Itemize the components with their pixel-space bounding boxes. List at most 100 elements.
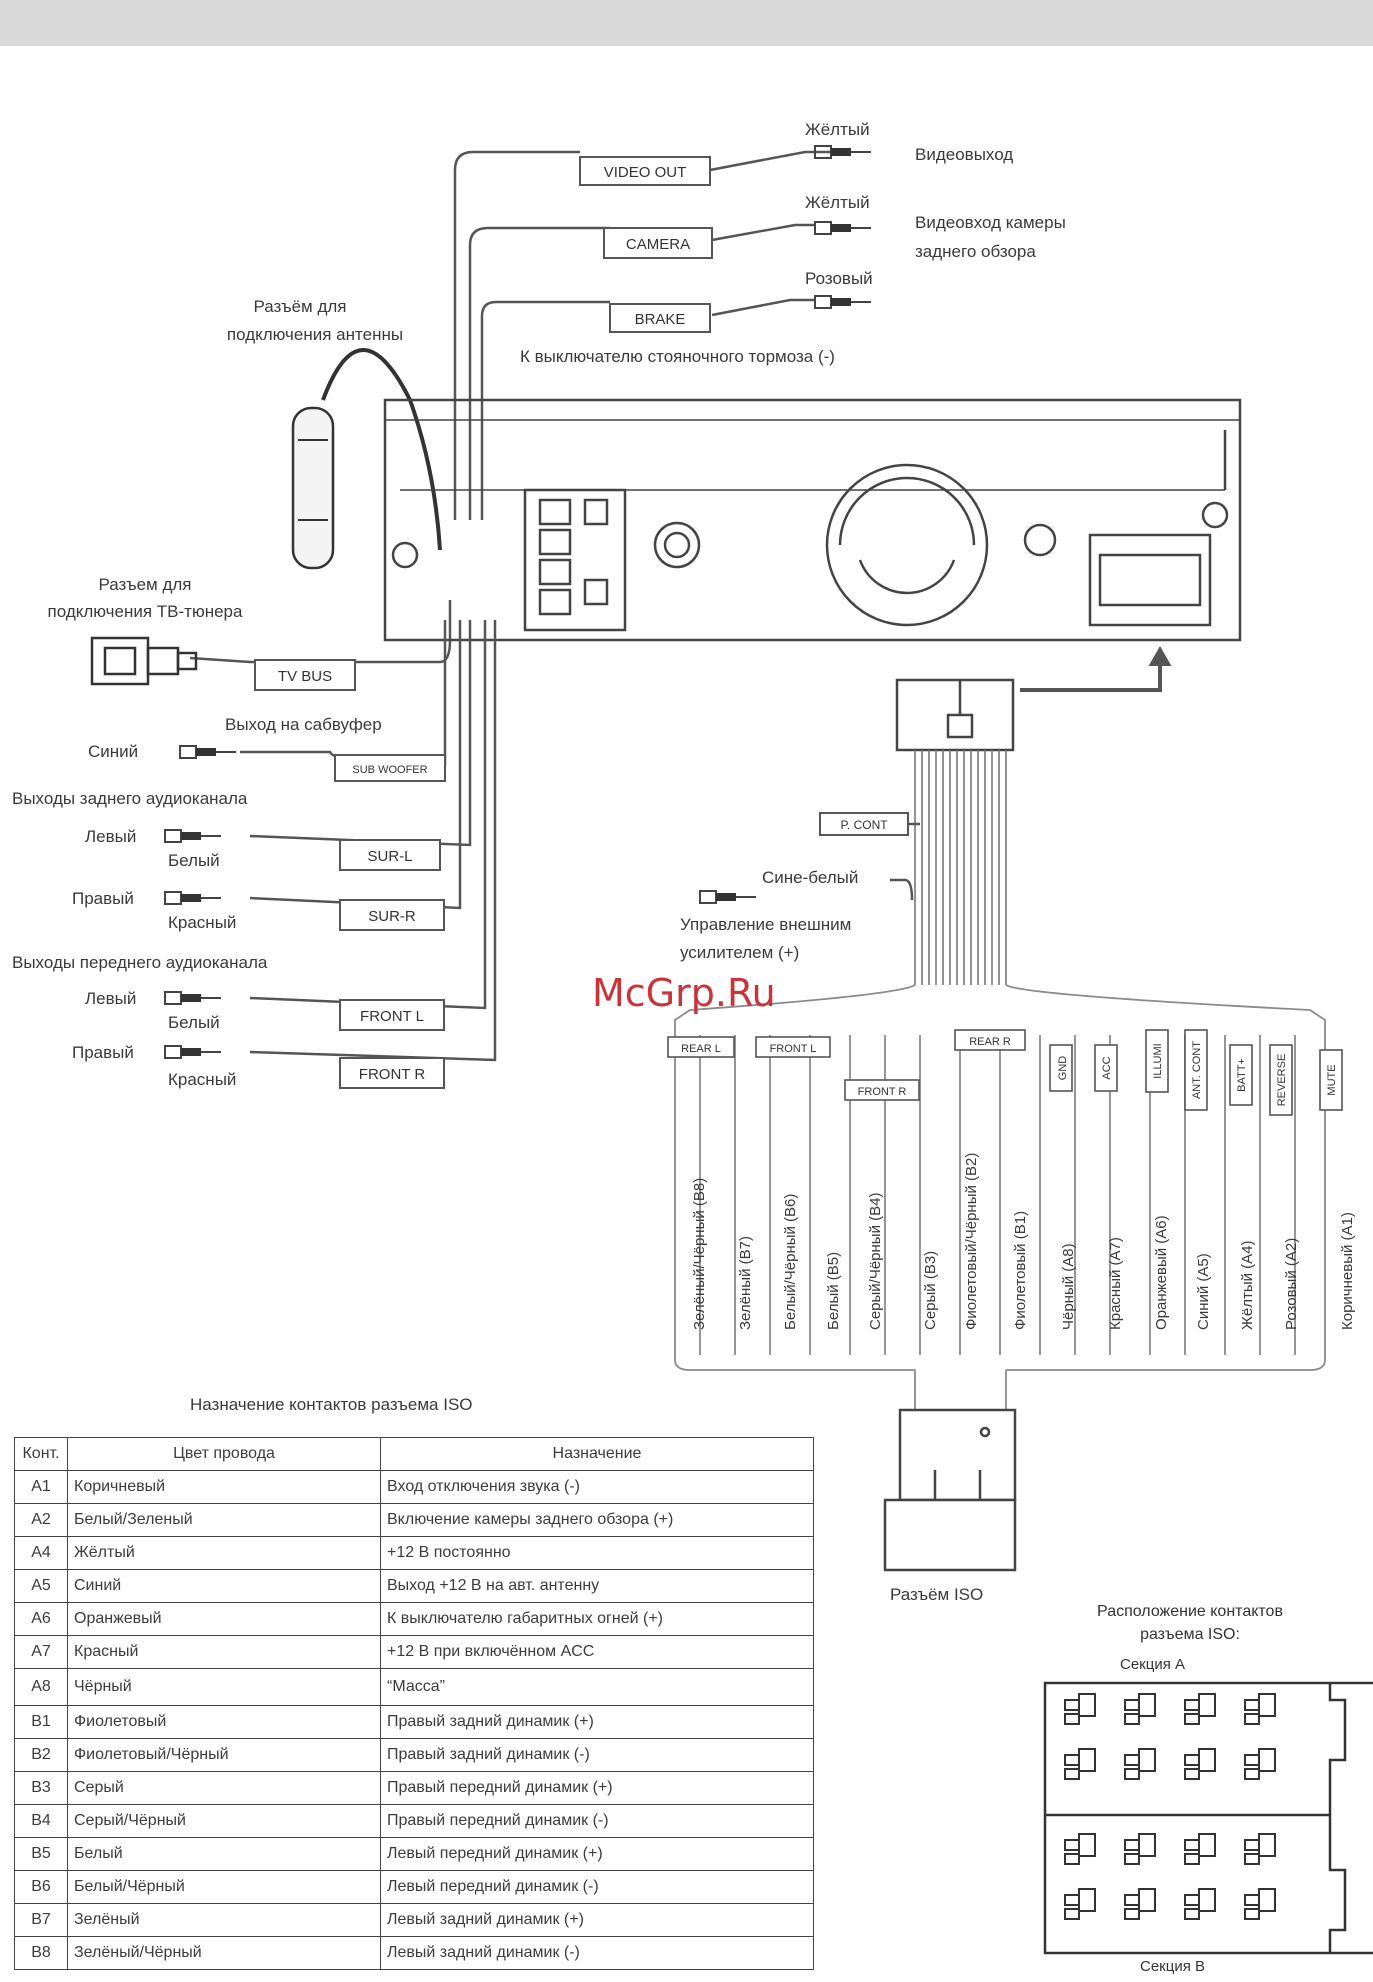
- sur-r-box-label: SUR-R: [368, 908, 416, 925]
- section-b-label: Секция B: [1140, 1958, 1206, 1975]
- wire-label-a2: Розовый (A2): [1283, 1238, 1300, 1330]
- purpose-cell: Левый задний динамик (-): [380, 1936, 814, 1970]
- front-r-box: FRONT R: [339, 1057, 445, 1089]
- pin-cell: B1: [14, 1705, 68, 1739]
- subwoofer-output-label: Выход на сабвуфер: [225, 715, 382, 734]
- purpose-cell: Левый передний динамик (-): [380, 1870, 814, 1904]
- subwoofer-rca-connector: [179, 745, 237, 759]
- tv-tuner-label-line-1: Разъем для: [99, 575, 192, 594]
- wire-label-a8: Чёрный (A8): [1060, 1243, 1077, 1330]
- harness-tag-ant-cont-label: ANT. CONT: [1191, 1041, 1203, 1099]
- purpose-cell: Правый передний динамик (+): [380, 1771, 814, 1805]
- iso-connector-label: Разъём ISO: [890, 1585, 984, 1604]
- head-unit: [383, 398, 1242, 642]
- purpose-cell: Правый передний динамик (-): [380, 1804, 814, 1838]
- iso-table-title: Назначение контактов разъема ISO: [190, 1395, 473, 1414]
- harness-tag-mute-label: MUTE: [1326, 1064, 1338, 1095]
- rear-audio-outputs-label: Выходы заднего аудиоканала: [12, 789, 248, 808]
- wire-label-a1: Коричневый (A1): [1339, 1212, 1356, 1330]
- camera-box: CAMERA: [603, 227, 713, 259]
- harness-tag-ant-cont: ANT. CONT: [1184, 1029, 1208, 1111]
- harness-tag-reverse: REVERSE: [1269, 1044, 1293, 1116]
- pin-cell: B6: [14, 1870, 68, 1904]
- antenna-plug: [291, 406, 335, 570]
- column-header-purpose: Назначение: [380, 1437, 814, 1471]
- p-cont-lead: [890, 822, 920, 901]
- camera-description-line-1: Видеовход камеры: [915, 213, 1066, 232]
- harness-tag-acc: ACC: [1094, 1044, 1118, 1092]
- wire-label-b6: Белый/Чёрный (B6): [782, 1194, 799, 1330]
- pin-cell: B5: [14, 1837, 68, 1871]
- pin-cell: A7: [14, 1635, 68, 1669]
- harness-tag-front-l-label: FRONT L: [770, 1043, 817, 1055]
- harness-tag-rear-l: REAR L: [667, 1036, 735, 1058]
- harness-tag-illumi-label: ILLUMI: [1152, 1043, 1164, 1078]
- harness-tag-batt: BATT+: [1229, 1044, 1253, 1106]
- purpose-cell: +12 В постоянно: [380, 1536, 814, 1570]
- harness-tag-gnd-label: GND: [1057, 1056, 1069, 1081]
- wire-color-cell: Серый: [67, 1771, 381, 1805]
- wire-label-b7: Зелёный (B7): [737, 1236, 754, 1330]
- tv-bus-box-label: TV BUS: [278, 668, 332, 685]
- tv-tuner-connector: [90, 636, 198, 686]
- unit-harness-port-arrow: [1020, 645, 1172, 692]
- pin-cell: A5: [14, 1569, 68, 1603]
- front-audio-outputs-label: Выходы переднего аудиоканала: [12, 953, 268, 972]
- p-cont-box-label: P. CONT: [840, 818, 888, 832]
- video-out-box-label: VIDEO OUT: [604, 164, 687, 181]
- harness-tag-rear-r-label: REAR R: [969, 1036, 1011, 1048]
- sur-l-box-label: SUR-L: [367, 848, 412, 865]
- wire-label-b2: Фиолетовый/Чёрный (B2): [963, 1153, 980, 1330]
- wire-color-cell: Белый/Зеленый: [67, 1503, 381, 1537]
- video-out-description: Видеовыход: [915, 145, 1013, 164]
- pin-cell: B8: [14, 1936, 68, 1970]
- camera-rca-connector: [814, 221, 872, 235]
- harness-tag-gnd: GND: [1049, 1044, 1073, 1092]
- wire-color-cell: Чёрный: [67, 1668, 381, 1706]
- camera-description-line-2: заднего обзора: [915, 242, 1036, 261]
- wire-color-cell: Серый/Чёрный: [67, 1804, 381, 1838]
- wire-label-a5: Синий (A5): [1195, 1253, 1212, 1330]
- purpose-cell: Выход +12 В на авт. антенну: [380, 1569, 814, 1603]
- column-header-wire-color: Цвет провода: [67, 1437, 381, 1471]
- pin-cell: B7: [14, 1903, 68, 1937]
- camera-wire-color: Жёлтый: [805, 193, 870, 212]
- iso-pinout-diagram: [1043, 1681, 1373, 1955]
- amp-control-line-2: усилителем (+): [680, 943, 799, 962]
- video-out-box: VIDEO OUT: [579, 156, 711, 186]
- pin-cell: A2: [14, 1503, 68, 1537]
- column-header-pin: Конт.: [14, 1437, 68, 1471]
- harness-tag-front-r-label: FRONT R: [858, 1086, 907, 1098]
- rear-right-label: Правый: [72, 889, 134, 908]
- wire-label-a4: Жёлтый (A4): [1239, 1241, 1256, 1330]
- purpose-cell: Правый задний динамик (-): [380, 1738, 814, 1772]
- antenna-label-line-1: Разъём для: [254, 297, 347, 316]
- wire-color-cell: Коричневый: [67, 1470, 381, 1504]
- purpose-cell: Левый задний динамик (+): [380, 1903, 814, 1937]
- wire-color-cell: Синий: [67, 1569, 381, 1603]
- wire-label-a7: Красный (A7): [1107, 1237, 1124, 1330]
- rear-left-rca-connector: [164, 829, 222, 843]
- amp-control-line-1: Управление внешним: [680, 915, 851, 934]
- wire-color-cell: Белый/Чёрный: [67, 1870, 381, 1904]
- subwoofer-box: SUB WOOFER: [334, 754, 446, 782]
- purpose-cell: Левый передний динамик (+): [380, 1837, 814, 1871]
- wire-color-cell: Жёлтый: [67, 1536, 381, 1570]
- wire-label-a6: Оранжевый (A6): [1153, 1215, 1170, 1330]
- harness-tag-reverse-label: REVERSE: [1276, 1054, 1288, 1107]
- rear-right-rca-connector: [164, 891, 222, 905]
- purpose-cell: Правый задний динамик (+): [380, 1705, 814, 1739]
- wire-labels: Зелёный/Чёрный (B8) Зелёный (B7) Белый/Ч…: [691, 1153, 1356, 1330]
- pin-cell: A6: [14, 1602, 68, 1636]
- wire-label-b8: Зелёный/Чёрный (B8): [691, 1178, 708, 1330]
- harness-tag-rear-l-label: REAR L: [681, 1043, 721, 1055]
